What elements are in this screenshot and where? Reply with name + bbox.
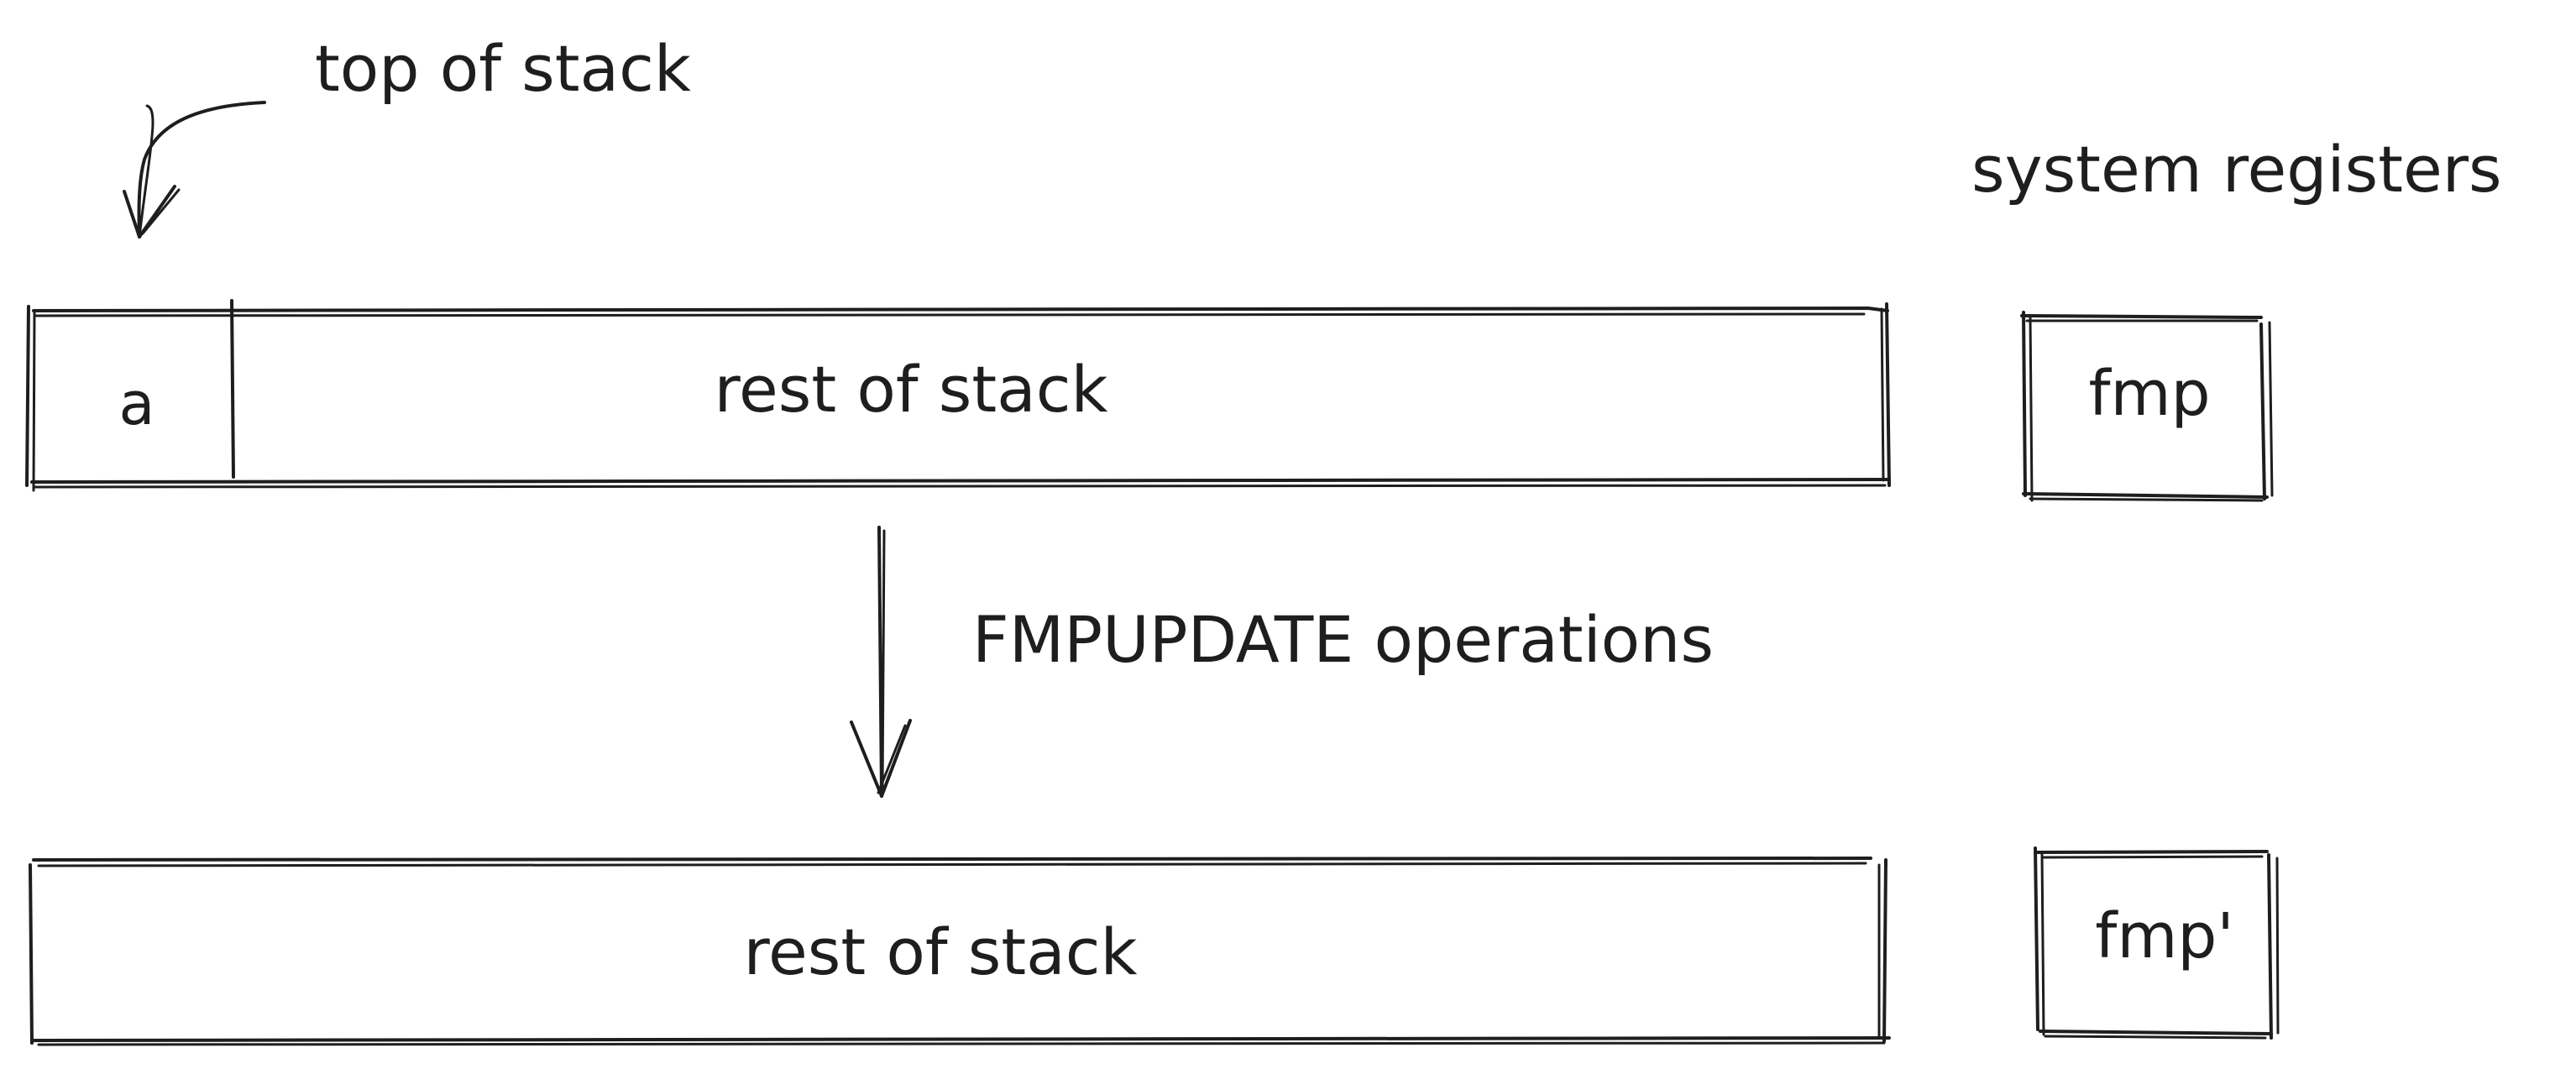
top-of-stack-arrow [123,101,266,238]
stack-after-rest-label: rest of stack [743,914,1137,989]
register-fmp-prime-box [2034,846,2280,1040]
fmpupdate-arrow [850,526,912,798]
stack-after [29,857,1891,1046]
register-fmp-label: fmp [2088,358,2210,430]
system-registers-label: system registers [1971,132,2502,207]
top-of-stack-label: top of stack [315,31,691,106]
register-fmp-prime-label: fmp' [2095,900,2233,972]
register-fmp-box [2020,311,2274,502]
stack-before [25,299,1891,492]
stack-top-cell-a: a [119,369,155,438]
fmpupdate-label: FMPUPDATE operations [972,602,1714,677]
stack-before-rest-label: rest of stack [714,352,1107,427]
